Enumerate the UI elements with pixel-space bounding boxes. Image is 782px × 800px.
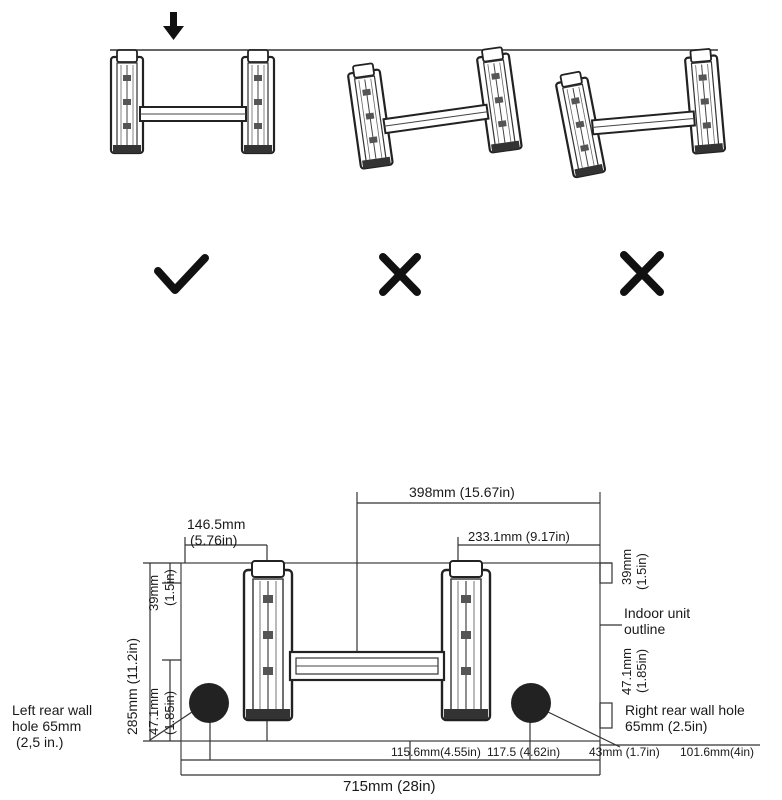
dim-47-left-in: (1.85in)	[162, 691, 177, 735]
dim-47-right-in: (1.85in)	[634, 649, 649, 693]
left-wall-hole	[189, 683, 229, 723]
right-hole-label-2: 65mm (2.5in)	[625, 718, 707, 734]
right-hole-label-1: Right rear wall hole	[625, 702, 745, 718]
dim-115: 115.6mm(4.55in)	[391, 745, 481, 759]
dim-715: 715mm (28in)	[343, 778, 436, 795]
right-wall-hole	[511, 683, 551, 723]
checkmark-icon	[154, 254, 209, 294]
left-hole-label-2: hole 65mm	[12, 718, 81, 734]
dim-146-mm: 146.5mm	[187, 516, 245, 532]
dim-39-right-mm: 39mm	[619, 549, 634, 585]
dim-39-left-mm: 39mm	[146, 575, 161, 611]
dim-47-right-mm: 47.1mm	[619, 648, 634, 695]
dim-39-left-in: (1.5in)	[162, 569, 177, 606]
bracket-assembly-installed	[242, 559, 492, 722]
cross-icon	[379, 253, 421, 296]
dim-117: 117.5 (4.62in)	[487, 745, 560, 759]
dim-101: 101.6mm(4in)	[680, 745, 754, 759]
indoor-unit-label-1: Indoor unit	[624, 605, 690, 621]
bracket-assembly-tilted-left	[345, 45, 523, 170]
indoor-unit-label-2: outline	[624, 621, 665, 637]
left-hole-label-3: (2,5 in.)	[16, 734, 63, 750]
dim-43: 43mm (1.7in)	[589, 745, 660, 759]
dim-146-in: (5.76in)	[190, 532, 237, 548]
down-arrow-icon	[163, 12, 184, 40]
dim-39-right-in: (1.5in)	[634, 553, 649, 590]
level-comparison-figure	[109, 12, 727, 296]
bracket-assembly-tilted-right	[553, 47, 727, 179]
cross-icon	[620, 251, 664, 296]
dim-47-left-mm: 47.1mm	[146, 688, 161, 735]
dim-398: 398mm (15.67in)	[409, 484, 515, 500]
dim-233: 233.1mm (9.17in)	[468, 529, 570, 544]
left-hole-label-1: Left rear wall	[12, 702, 92, 718]
dim-285: 285mm (11.2in)	[124, 638, 140, 735]
bracket-assembly-level	[109, 48, 276, 155]
